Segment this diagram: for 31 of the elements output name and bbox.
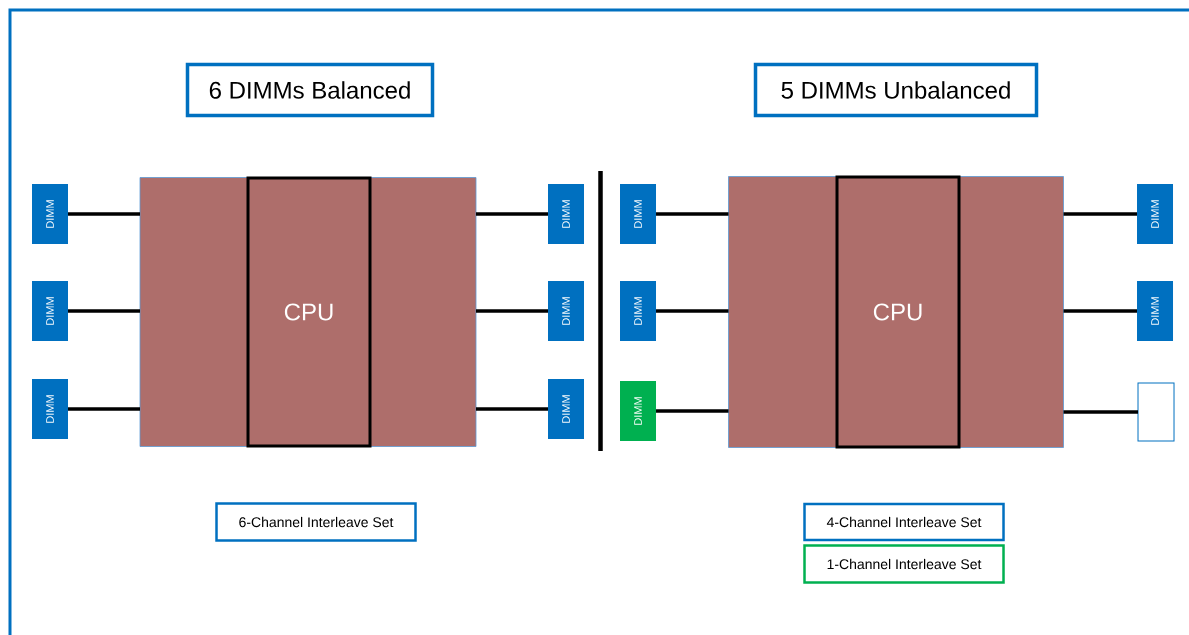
heading-box: 5 DIMMs Unbalanced	[753, 62, 1039, 118]
cpu-core-box: CPU	[835, 175, 961, 449]
dimm-module: DIMM	[548, 184, 584, 244]
interleave-set-box: 6-Channel Interleave Set	[215, 502, 417, 542]
dimm-module: DIMM	[1137, 281, 1173, 341]
connector-line	[476, 407, 548, 411]
interleave-set-box: 4-Channel Interleave Set	[803, 502, 1005, 542]
dimm-module: DIMM	[548, 379, 584, 439]
dimm-module: DIMM	[32, 184, 68, 244]
connector-line	[1063, 410, 1138, 414]
dimm-module: DIMM	[32, 379, 68, 439]
dimm-module: DIMM	[620, 184, 656, 244]
dimm-module: DIMM	[620, 281, 656, 341]
connector-line	[656, 409, 729, 413]
dimm-module: DIMM	[620, 381, 656, 441]
connector-line	[476, 212, 548, 216]
heading-box: 6 DIMMs Balanced	[185, 62, 435, 118]
connector-line	[656, 309, 729, 313]
dimm-module: DIMM	[32, 281, 68, 341]
connector-line	[1063, 309, 1137, 313]
connector-line	[656, 212, 729, 216]
connector-line	[68, 212, 140, 216]
cpu-core-box: CPU	[246, 176, 372, 448]
connector-line	[476, 309, 548, 313]
connector-line	[68, 309, 140, 313]
dimm-module: DIMM	[548, 281, 584, 341]
dimm-module: DIMM	[1137, 184, 1173, 244]
interleave-set-box: 1-Channel Interleave Set	[803, 544, 1005, 584]
connector-line	[68, 407, 140, 411]
connector-line	[1063, 212, 1137, 216]
empty-slot	[1137, 382, 1175, 442]
